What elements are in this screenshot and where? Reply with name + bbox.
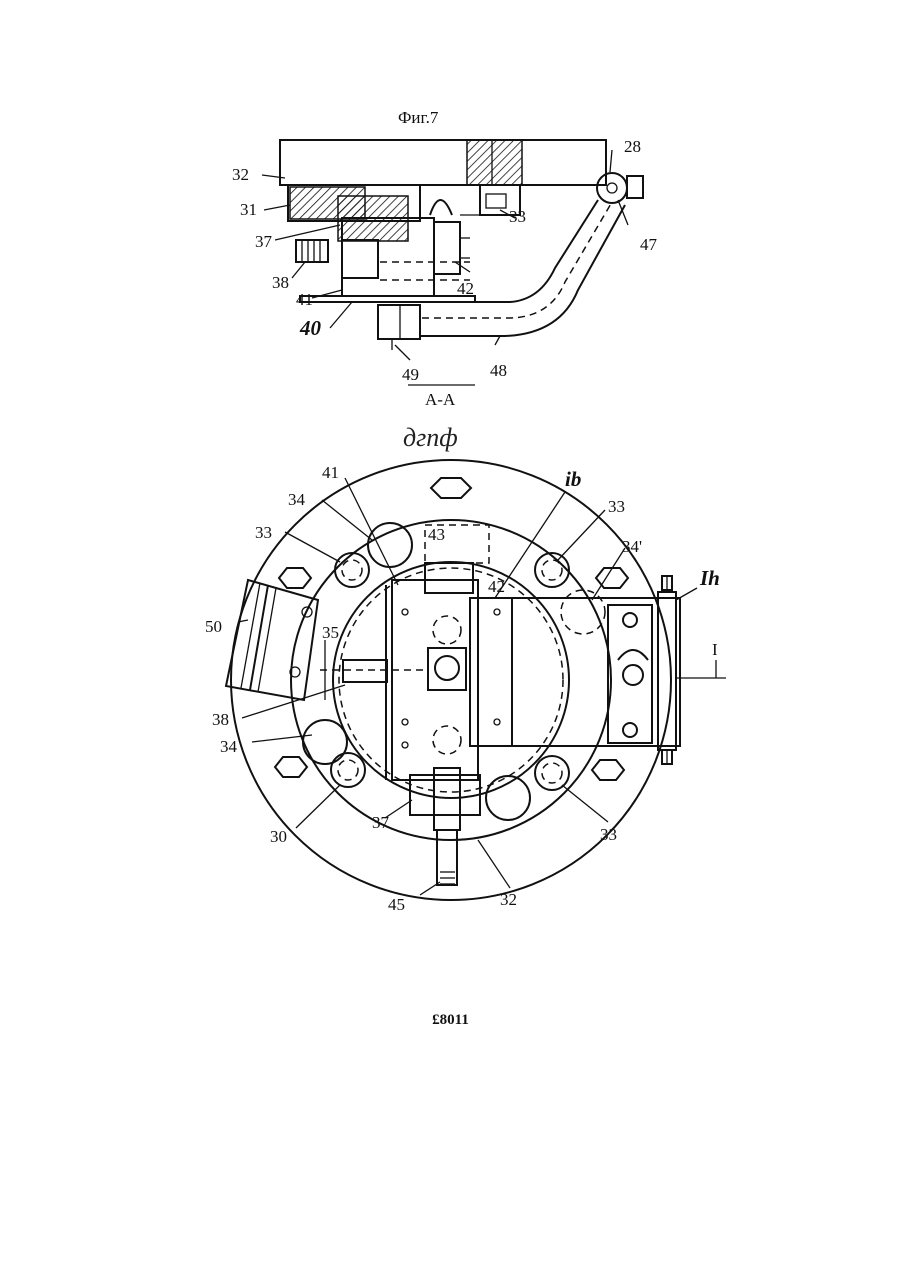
section-label-a-a: A-A bbox=[425, 390, 456, 409]
label-i-right: I bbox=[712, 640, 718, 659]
label-33-upper-right: 33 bbox=[608, 497, 625, 516]
label-30: 30 bbox=[270, 827, 287, 846]
label-33-lower-right: 33 bbox=[600, 825, 617, 844]
label-41-bottom: 41 bbox=[322, 463, 339, 482]
document-code: £8011 bbox=[0, 1012, 901, 1029]
label-50: 50 bbox=[205, 617, 222, 636]
pivot-47 bbox=[597, 173, 627, 203]
block-50 bbox=[226, 580, 318, 700]
knob-49 bbox=[378, 305, 420, 339]
label-38-bottom: 38 bbox=[212, 710, 229, 729]
label-32-bottom: 32 bbox=[500, 890, 517, 909]
label-33-upper-left: 33 bbox=[255, 523, 272, 542]
label-31-top: 31 bbox=[240, 200, 257, 219]
label-45: 45 bbox=[388, 895, 405, 914]
top-plate bbox=[280, 140, 606, 185]
label-ib: ib bbox=[565, 467, 581, 491]
caption-bottom: дгпф bbox=[403, 423, 458, 452]
label-41-top: 41 bbox=[296, 290, 313, 309]
label-37-bottom: 37 bbox=[372, 813, 390, 832]
label-42-top: 42 bbox=[457, 279, 474, 298]
label-34-upper-right: 34' bbox=[622, 537, 642, 556]
label-38-top: 38 bbox=[272, 273, 289, 292]
hatched-insert-right bbox=[467, 140, 522, 185]
label-40-top: 40 bbox=[299, 316, 322, 340]
label-34-lower-left: 34 bbox=[220, 737, 238, 756]
label-48-top: 48 bbox=[490, 361, 507, 380]
figure-plan-view: 41 ib 34 33 33 34' 43 42 Ih 50 35 I 38 3… bbox=[205, 460, 726, 914]
label-42-bottom: 42 bbox=[488, 577, 505, 596]
label-35: 35 bbox=[322, 623, 339, 642]
slide-arm bbox=[470, 598, 680, 746]
label-47-top: 47 bbox=[640, 235, 658, 254]
rod-38 bbox=[343, 660, 387, 682]
label-ih: Ih bbox=[699, 566, 720, 590]
part-42 bbox=[434, 222, 460, 274]
caption-fig7: Фиг.7 bbox=[398, 108, 439, 127]
label-43: 43 bbox=[428, 525, 445, 544]
screw-45 bbox=[434, 768, 460, 830]
label-33-top: 33 bbox=[509, 207, 526, 226]
hub bbox=[428, 648, 466, 690]
label-49-top: 49 bbox=[402, 365, 419, 384]
label-28-top: 28 bbox=[624, 137, 641, 156]
label-37-top: 37 bbox=[255, 232, 273, 251]
figure-section-a-a: Фиг.7 32 31 37 38 41 40 42 33 28 47 48 4… bbox=[232, 108, 658, 409]
screw-38 bbox=[296, 240, 328, 262]
label-32-top: 32 bbox=[232, 165, 249, 184]
label-34-upper-left: 34 bbox=[288, 490, 306, 509]
